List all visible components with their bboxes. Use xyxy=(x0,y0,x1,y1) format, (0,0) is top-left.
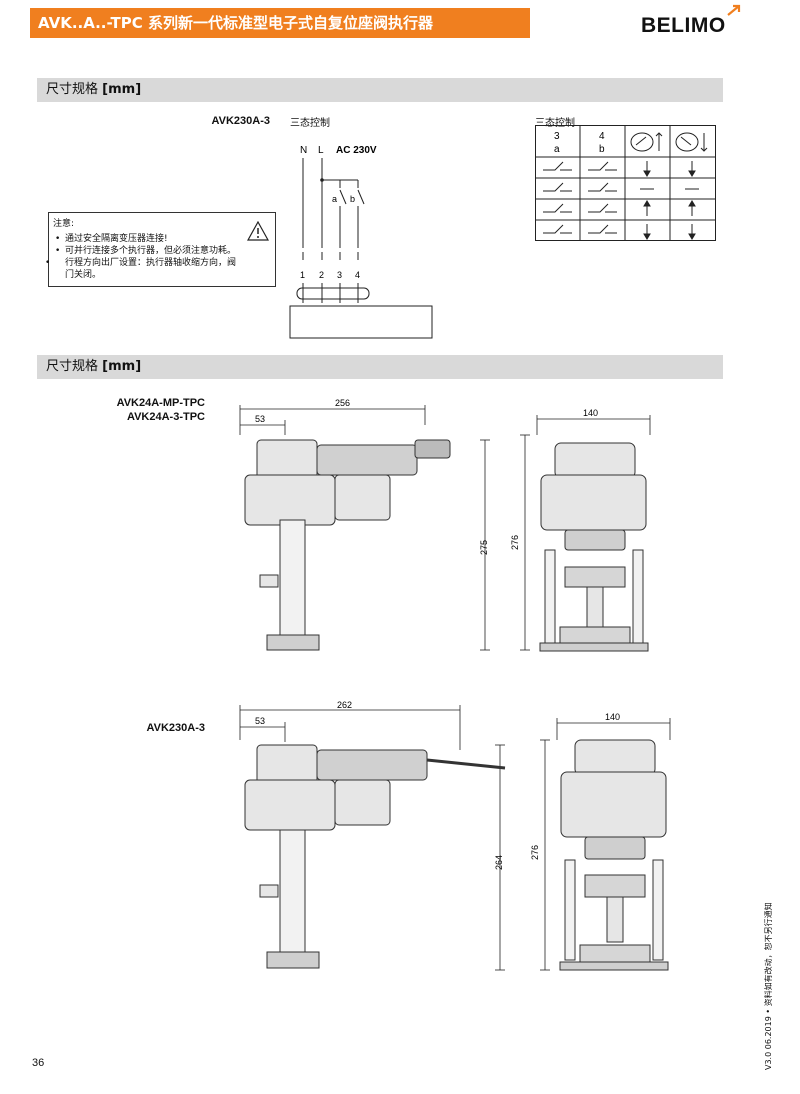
table-header-b: b xyxy=(599,144,605,155)
section-title-text: 尺寸规格 xyxy=(46,359,99,374)
model-label-bottom: AVK230A-3 xyxy=(146,722,206,734)
dim-height-bottom: 264 xyxy=(494,855,504,870)
dim-width-top: 256 xyxy=(335,398,350,408)
gauge-right-icon xyxy=(675,132,708,152)
note-title: 注意: xyxy=(53,219,75,229)
dim-offset-top: 53 xyxy=(255,414,265,424)
actuator-front-view-bottom xyxy=(559,739,669,971)
actuator-drawing-top: 256 53 140 275 276 xyxy=(239,398,651,652)
terminal-number-4: 4 xyxy=(355,270,360,280)
table-header-3: 3 xyxy=(554,131,560,142)
section-title-text: 尺寸规格 xyxy=(46,82,99,97)
section-title-unit: [mm] xyxy=(102,82,142,97)
table-header-a: a xyxy=(554,144,560,155)
three-state-control-table: 3 a 4 b xyxy=(535,125,716,241)
logo-arrow-icon xyxy=(727,4,741,16)
warning-triangle-icon xyxy=(247,221,269,241)
table-control-label: 三态控制 xyxy=(535,118,575,129)
switch-symbols xyxy=(543,161,617,234)
direction-arrows xyxy=(640,161,699,240)
dim-offset-bottom: 53 xyxy=(255,716,265,726)
wiring-control-label: 三态控制 xyxy=(290,118,330,129)
version-note: V3.0 06.2019 • 资料如有改动，恕不另行通知 xyxy=(764,902,773,1070)
gauge-left-icon xyxy=(630,132,663,152)
page-header-title: AVK..A..-TPC 系列新一代标准型电子式自复位座阀执行器 xyxy=(30,8,530,38)
section-title-unit: [mm] xyxy=(102,359,142,374)
warning-note: 注意: •通过安全隔离变压器连接! •可并行连接多个执行器，但必须注意功耗。 •… xyxy=(45,212,276,287)
dim-width-bottom: 262 xyxy=(337,700,352,710)
table-header-4: 4 xyxy=(599,131,605,142)
section-title-wiring: 尺寸规格 [mm] xyxy=(37,78,723,102)
dim-height-top: 275 xyxy=(479,540,489,555)
supply-label: AC 230V xyxy=(336,145,377,156)
terminal-number-1: 1 xyxy=(300,270,305,280)
dim-depth-bottom: 140 xyxy=(605,712,620,722)
note-item-2: 可并行连接多个执行器，但必须注意功耗。 xyxy=(65,246,237,256)
terminal-l-label: L xyxy=(318,145,324,156)
note-item-3: 行程方向出厂设置：执行器轴收缩方向，阀门关闭。 xyxy=(65,258,237,280)
dim-depth-height-bottom: 276 xyxy=(530,845,540,860)
model-label-2: AVK24A-3-TPC xyxy=(126,411,205,423)
dim-depth-height-top: 276 xyxy=(510,535,520,550)
terminal-number-2: 2 xyxy=(319,270,324,280)
actuator-front-view xyxy=(539,442,649,652)
page-number: 36 xyxy=(32,1057,45,1069)
actuator-drawing-bottom: 262 53 140 264 276 xyxy=(239,700,671,971)
terminal-number-3: 3 xyxy=(337,270,342,280)
model-label-wiring: AVK230A-3 xyxy=(211,115,271,127)
belimo-logo: BELIMO xyxy=(641,14,726,37)
dim-depth-top: 140 xyxy=(583,408,598,418)
model-label-1: AVK24A-MP-TPC xyxy=(116,397,205,409)
wiring-diagram: N L AC 230V a b 1 2 3 4 xyxy=(289,145,433,339)
actuator-side-view xyxy=(244,439,451,651)
switch-a-label: a xyxy=(332,194,337,204)
note-item-1: 通过安全隔离变压器连接! xyxy=(65,234,168,244)
switch-b-label: b xyxy=(350,194,355,204)
terminal-n-label: N xyxy=(300,145,307,156)
actuator-side-view-bottom xyxy=(244,744,506,969)
section-title-dimensions: 尺寸规格 [mm] xyxy=(37,355,723,379)
